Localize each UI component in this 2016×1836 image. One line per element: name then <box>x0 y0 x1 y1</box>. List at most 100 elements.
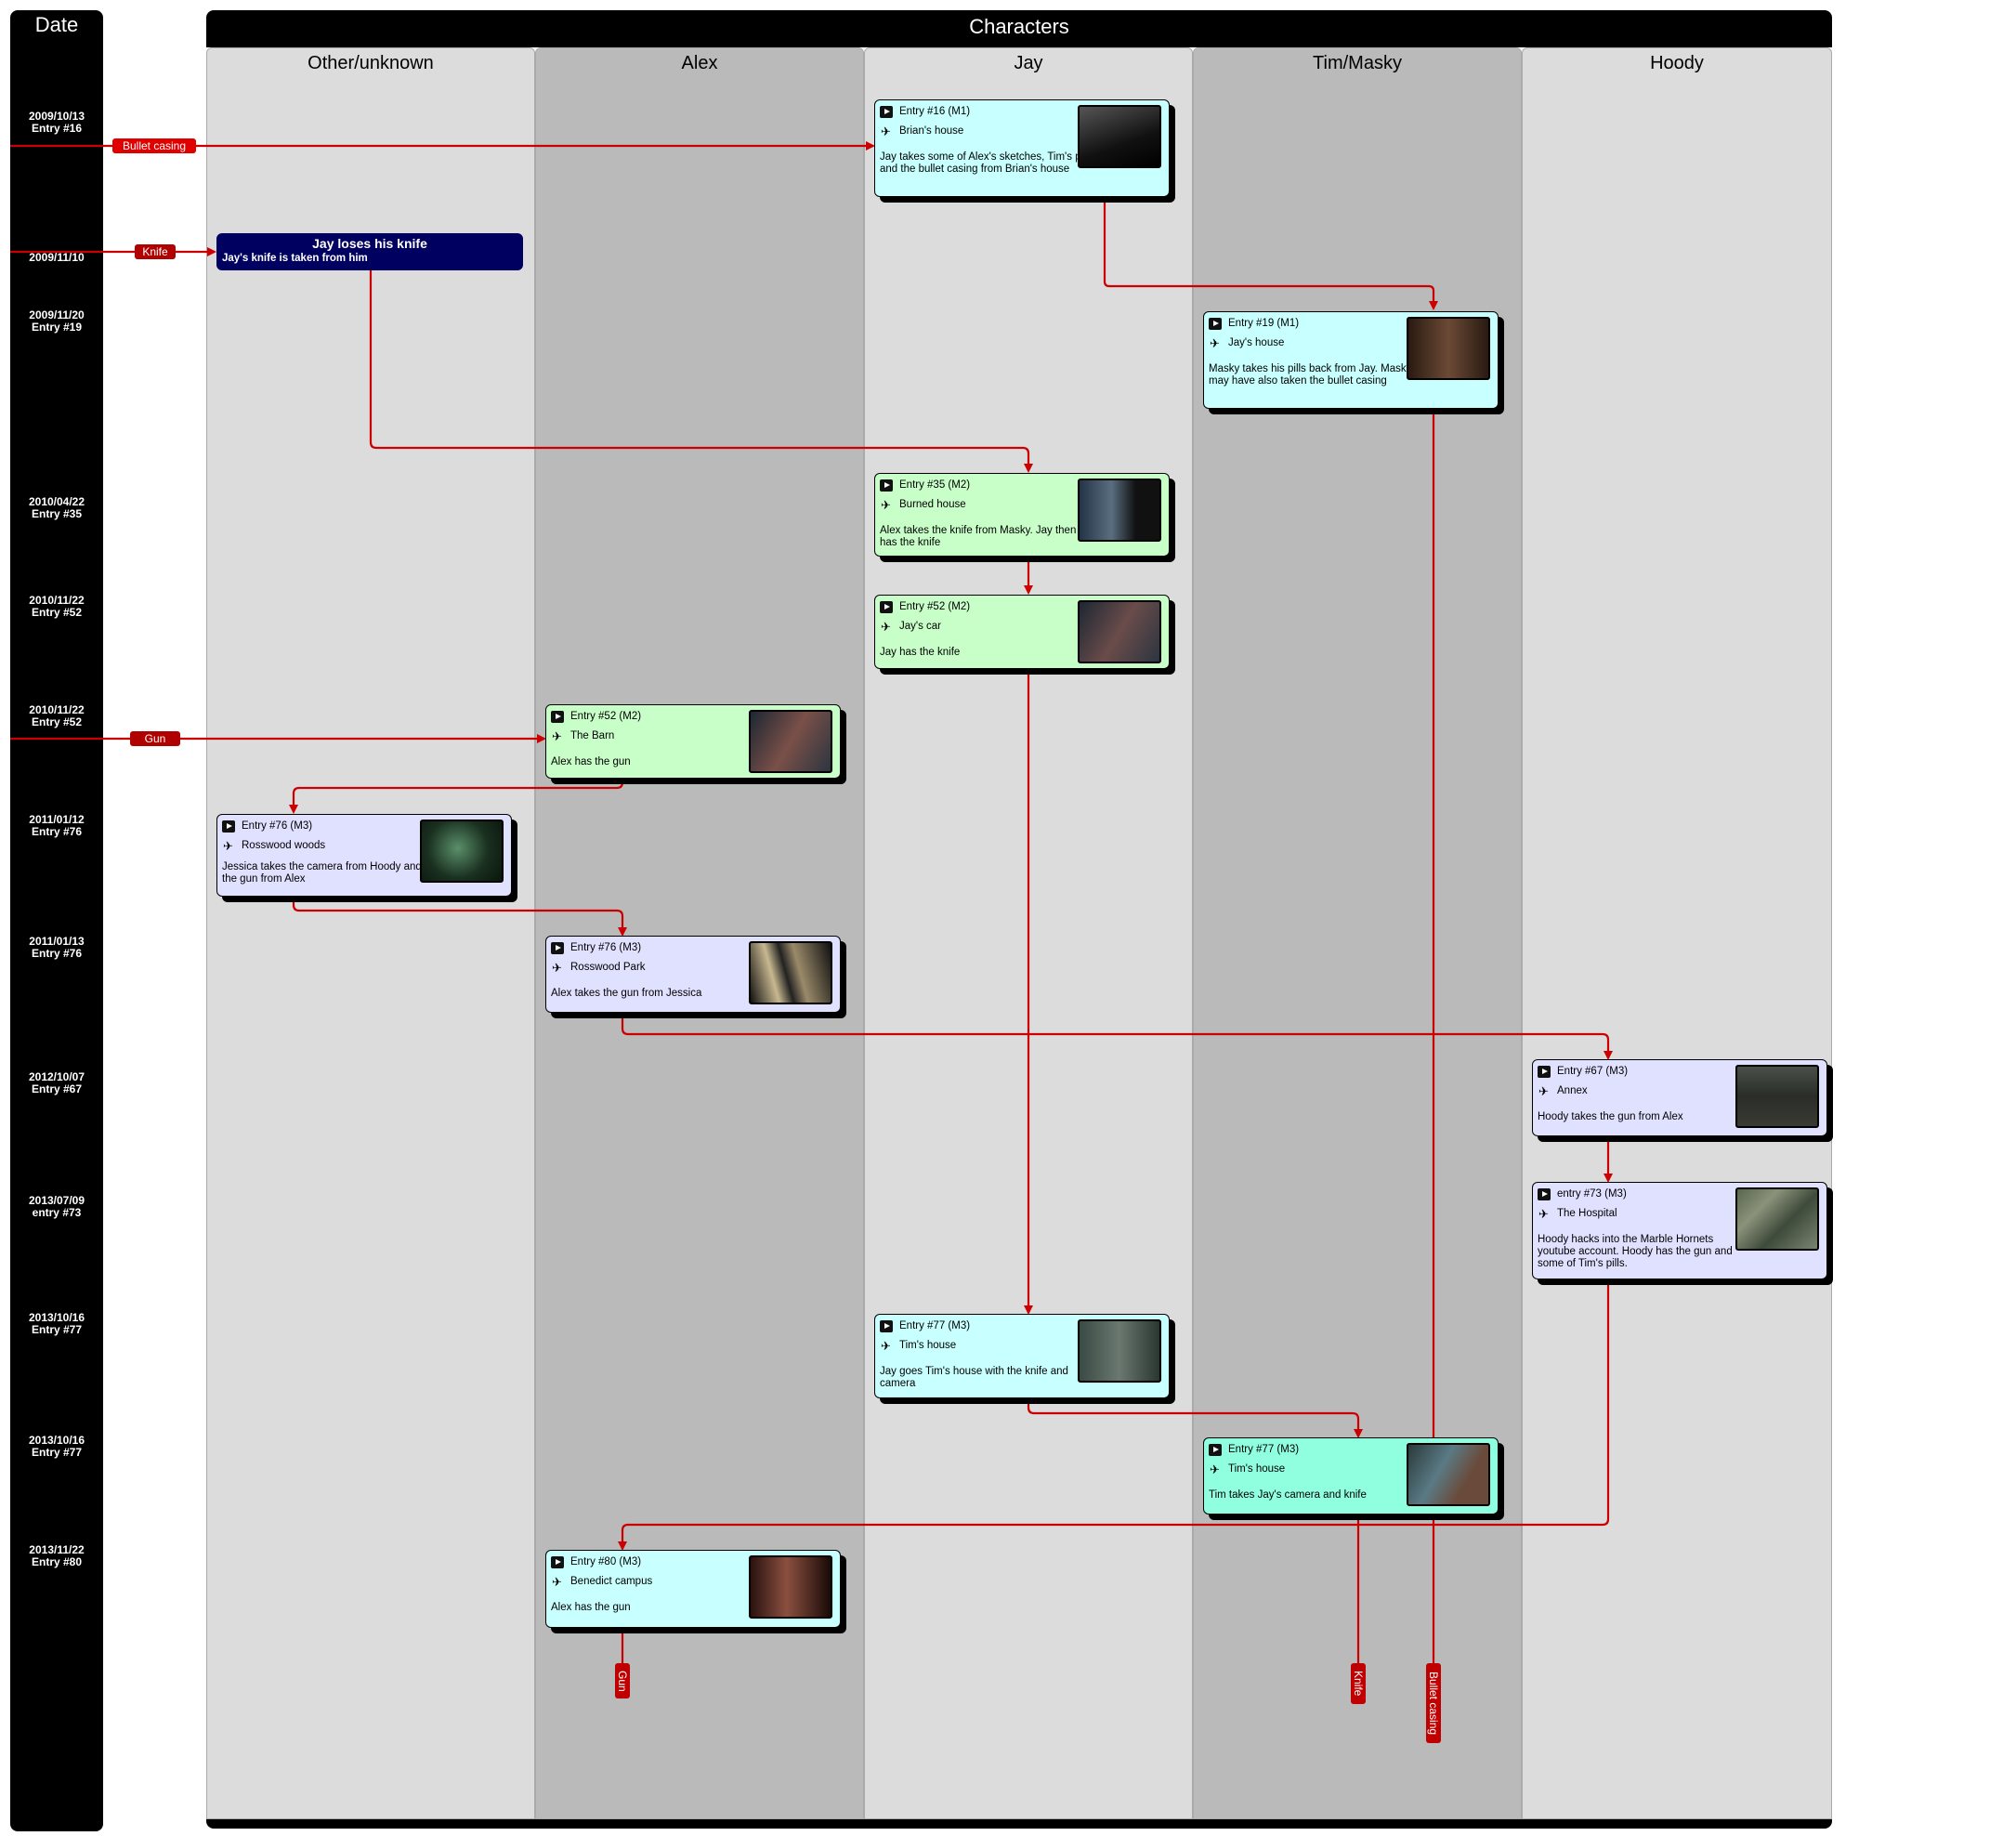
entry-card[interactable]: Entry #19 (M1) ✈ Jay's house Masky takes… <box>1203 311 1499 409</box>
play-icon[interactable] <box>880 1320 893 1332</box>
card-location: The Barn <box>570 730 615 741</box>
entry-card[interactable]: Entry #35 (M2) ✈ Burned house Alex takes… <box>874 473 1170 557</box>
play-icon[interactable] <box>551 942 564 954</box>
gun-end-tag: Gun <box>615 1663 630 1698</box>
play-icon[interactable] <box>880 601 893 613</box>
entry-card[interactable]: Entry #52 (M2) ✈ Jay's car Jay has the k… <box>874 595 1170 669</box>
card-description: Alex takes the knife from Masky. Jay the… <box>880 525 1077 548</box>
entry-card[interactable]: Entry #77 (M3) ✈ Tim's house Tim takes J… <box>1203 1437 1499 1515</box>
video-thumbnail[interactable] <box>420 820 504 883</box>
pin-icon: ✈ <box>1538 1207 1549 1221</box>
card-title: entry #73 (M3) <box>1557 1188 1627 1200</box>
video-thumbnail[interactable] <box>1078 1319 1161 1383</box>
entry-card[interactable]: Entry #80 (M3) ✈ Benedict campus Alex ha… <box>545 1550 841 1628</box>
characters-footer-bar <box>206 1819 1832 1829</box>
pin-icon: ✈ <box>223 839 233 853</box>
lane-title: Other/unknown <box>308 53 434 73</box>
card-location: Tim's house <box>1228 1463 1286 1475</box>
date-text: 2013/11/22 <box>29 1543 85 1556</box>
entry-card[interactable]: entry #73 (M3) ✈ The Hospital Hoody hack… <box>1532 1182 1827 1279</box>
pin-icon: ✈ <box>881 498 891 512</box>
card-title: Entry #52 (M2) <box>570 711 642 722</box>
play-icon[interactable] <box>880 479 893 492</box>
lane-title: Hoody <box>1650 53 1704 73</box>
play-icon[interactable] <box>880 106 893 118</box>
date-text: 2013/10/16 <box>28 1311 85 1324</box>
card-location: Jay's car <box>899 621 942 632</box>
card-title: Entry #76 (M3) <box>242 820 313 832</box>
card-description: Hoody takes the gun from Alex <box>1538 1111 1683 1122</box>
video-thumbnail[interactable] <box>1735 1187 1819 1251</box>
entry-card[interactable]: Entry #52 (M2) ✈ The Barn Alex has the g… <box>545 704 841 779</box>
lane-title: Alex <box>681 53 718 73</box>
card-description: Hoody hacks into the Marble Hornets yout… <box>1538 1234 1733 1269</box>
pin-icon: ✈ <box>552 1575 562 1589</box>
card-description: Alex has the gun <box>551 756 631 767</box>
entry-text: Entry #76 <box>31 947 83 960</box>
entry-text: Entry #77 <box>31 1446 83 1459</box>
date-text: 2009/11/10 <box>29 251 85 264</box>
card-title: Entry #52 (M2) <box>899 601 971 612</box>
pin-icon: ✈ <box>552 961 562 975</box>
card-description: Jay takes some of Alex's sketches, Tim's… <box>880 151 1093 175</box>
entry-text: Entry #52 <box>31 606 83 619</box>
card-location: Brian's house <box>899 125 964 137</box>
video-thumbnail[interactable] <box>1735 1065 1819 1128</box>
arrow-event-c35 <box>369 270 1033 473</box>
card-title: Entry #35 (M2) <box>899 479 971 491</box>
video-thumbnail[interactable] <box>1078 105 1161 168</box>
play-icon[interactable] <box>551 711 564 723</box>
date-column <box>10 10 103 1831</box>
pin-icon: ✈ <box>1538 1084 1549 1098</box>
video-thumbnail[interactable] <box>1078 600 1161 663</box>
entry-card[interactable]: Entry #76 (M3) ✈ Rosswood Park Alex take… <box>545 936 841 1013</box>
play-icon[interactable] <box>222 820 235 833</box>
video-thumbnail[interactable] <box>749 1555 832 1619</box>
pin-icon: ✈ <box>881 125 891 138</box>
entry-card[interactable]: Entry #67 (M3) ✈ Annex Hoody takes the g… <box>1532 1059 1827 1136</box>
date-label: 2009/11/10 <box>10 252 103 264</box>
play-icon[interactable] <box>1538 1066 1551 1078</box>
date-text: 2011/01/13 <box>29 935 85 948</box>
entry-text: Entry #76 <box>31 825 83 838</box>
knife-tag: Knife <box>135 244 176 259</box>
arrow-c77j-c77t <box>1027 1398 1363 1438</box>
play-icon[interactable] <box>551 1556 564 1568</box>
play-icon[interactable] <box>1209 318 1222 330</box>
card-description: Alex has the gun <box>551 1602 631 1613</box>
card-description: Masky takes his pills back from Jay. Mas… <box>1209 363 1412 387</box>
event-knife-lost: Jay loses his knife Jay's knife is taken… <box>216 233 523 270</box>
lane-title: Tim/Masky <box>1313 53 1402 73</box>
card-location: The Hospital <box>1557 1208 1617 1219</box>
card-location: Rosswood Park <box>570 962 646 973</box>
arrow-c76a-c67 <box>621 1013 1613 1060</box>
card-title: Entry #19 (M1) <box>1228 318 1300 329</box>
video-thumbnail[interactable] <box>749 941 832 1004</box>
entry-card[interactable]: Entry #76 (M3) ✈ Rosswood woods Jessica … <box>216 814 512 897</box>
entry-text: Entry #77 <box>31 1323 83 1336</box>
date-text: 2012/10/07 <box>28 1070 85 1083</box>
play-icon[interactable] <box>1538 1188 1551 1200</box>
arrow-c76o-c76a <box>292 897 627 937</box>
entry-card[interactable]: Entry #16 (M1) ✈ Brian's house Jay takes… <box>874 99 1170 197</box>
date-text: 2013/10/16 <box>28 1434 85 1447</box>
gun-tag: Gun <box>130 731 180 746</box>
card-location: Tim's house <box>899 1340 957 1351</box>
date-text: 2010/11/22 <box>29 594 85 607</box>
video-thumbnail[interactable] <box>1407 317 1490 380</box>
event-subtitle: Jay's knife is taken from him <box>222 253 368 264</box>
video-thumbnail[interactable] <box>1407 1443 1490 1506</box>
card-description: Tim takes Jay's camera and knife <box>1209 1489 1367 1501</box>
play-icon[interactable] <box>1209 1444 1222 1456</box>
date-column-header: Date <box>34 13 79 36</box>
card-title: Entry #16 (M1) <box>899 106 971 117</box>
video-thumbnail[interactable] <box>749 710 832 773</box>
video-thumbnail[interactable] <box>1078 479 1161 542</box>
entry-card[interactable]: Entry #77 (M3) ✈ Tim's house Jay goes Ti… <box>874 1314 1170 1398</box>
